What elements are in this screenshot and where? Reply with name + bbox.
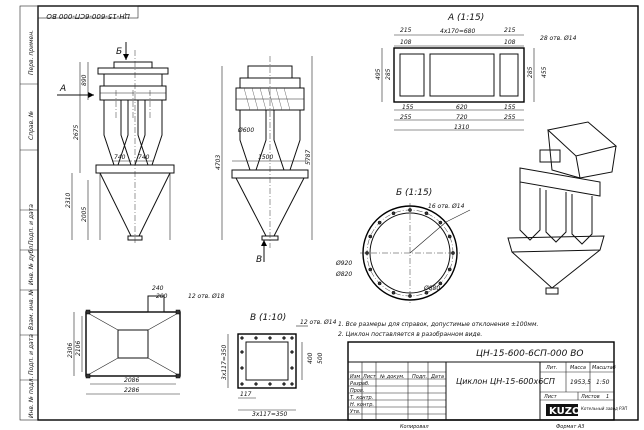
tb-sheets-count: 1 <box>606 394 609 400</box>
tb-scale-label: Масштаб <box>592 365 616 371</box>
note-2: 2. Циклон поставляется в разобранном вид… <box>338 331 482 338</box>
bp-l2: 2106 <box>75 341 82 356</box>
front-dim-2: 2675 <box>73 125 80 140</box>
tb-role-2: Пров. <box>350 388 365 394</box>
bp-b2: 2286 <box>124 387 139 394</box>
bp-b1: 2086 <box>124 377 139 384</box>
a-bot-2: 620 <box>456 104 468 111</box>
b-d1: Ø920 <box>335 260 352 267</box>
a-top-4: 215 <box>504 27 516 34</box>
left-strip: Перв. примен. Справ. № Подп. и дата Инв.… <box>28 30 35 418</box>
view-a-title: А (1:15) <box>447 13 484 23</box>
tb-col-doc: № докум. <box>379 374 405 380</box>
v-r2: 500 <box>317 352 324 364</box>
view-v-holes <box>240 336 294 386</box>
strip-label-4: Инв. № дубл. <box>28 244 35 285</box>
tb-col-date: Дата <box>430 374 444 380</box>
a-top-3: 4x170=680 <box>440 28 475 35</box>
tb-scale: 1:50 <box>596 379 610 386</box>
front-dim-6: 740 <box>138 154 150 161</box>
a-top-5: 108 <box>504 39 516 46</box>
tb-role-3: Т. контр. <box>350 395 373 401</box>
view-a: А (1:15) 215 108 4x170=680 215 108 28 от… <box>375 13 577 131</box>
side-dim-2: 1500 <box>258 154 273 161</box>
tb-sheet-label: Лист <box>543 394 558 400</box>
tb-lit-label: Лит. <box>545 365 558 371</box>
bottom-plan: 240 200 12 отв. Ø18 2306 2106 2086 2286 <box>67 285 225 395</box>
a-top-2: 108 <box>400 39 412 46</box>
bp-l1: 2306 <box>67 343 74 358</box>
strip-label-2: Справ. № <box>28 111 35 140</box>
isometric-view <box>507 121 618 295</box>
a-bot-5: 720 <box>456 114 468 121</box>
view-v-title: В (1:10) <box>250 313 286 323</box>
bp-t2: 200 <box>156 293 168 300</box>
strip-label-3: Подп. и дата <box>28 204 35 245</box>
tb-col-sign: Подп. <box>412 374 427 380</box>
side-view: В Ø600 1500 4703 5787 <box>215 56 313 265</box>
tb-sheets-label: Листов <box>580 394 600 400</box>
bp-t1: 240 <box>152 285 164 292</box>
v-b1: 117 <box>240 391 252 398</box>
v-b2: 3x117=350 <box>252 411 287 418</box>
a-bot-3: 155 <box>504 104 516 111</box>
company-logo-text: KUZO <box>549 406 580 417</box>
arrow-v-label: В <box>256 255 262 265</box>
tb-mass-label: Масса <box>570 365 586 371</box>
front-dim-4: 2005 <box>81 207 88 222</box>
strip-label-1: Перв. примен. <box>28 30 35 75</box>
flange-bolt-holes <box>365 208 455 298</box>
b-holes: 16 отв. Ø14 <box>428 203 465 210</box>
tb-role-5: Утв. <box>350 409 361 415</box>
v-r1: 400 <box>307 352 314 364</box>
view-v: В (1:10) 12 отв. Ø14 3x117=350 400 500 1… <box>221 313 337 418</box>
a-right-1: 285 <box>527 66 534 78</box>
tb-role-1: Разраб. <box>350 381 370 387</box>
a-bot-1: 155 <box>402 104 414 111</box>
company-subtitle: Котельный завод РЭП <box>581 406 627 411</box>
copied-label: Копировал <box>400 424 429 430</box>
strip-label-5: Взам. инв. № <box>28 289 35 330</box>
a-top-1: 215 <box>400 27 412 34</box>
company-logo: KUZO Котельный завод РЭП <box>546 404 627 417</box>
strip-label-7: Инв. № подл. <box>28 377 35 418</box>
title-block: ЦН-15-600-6СП-000 ВО Циклон ЦН-15-600х6С… <box>347 341 627 421</box>
tb-designation: ЦН-15-600-6СП-000 ВО <box>476 349 583 359</box>
v-left: 3x117=350 <box>221 345 228 380</box>
side-dim-1: Ø600 <box>237 127 254 134</box>
b-d3: Ø880 <box>423 285 440 292</box>
arrow-b-label: Б <box>116 47 122 57</box>
front-dim-3: 2310 <box>65 193 72 208</box>
tb-mass: 1953,5 <box>570 379 591 386</box>
side-dim-4: 5787 <box>305 150 312 165</box>
front-dim-1: 890 <box>81 74 88 86</box>
tb-col-izm: Изм <box>350 374 360 380</box>
tb-role-4: Н. контр. <box>350 402 374 408</box>
a-holes: 28 отв. Ø14 <box>540 35 577 42</box>
flange-b: Б (1:15) 16 отв. Ø14 Ø920 Ø820 <box>335 188 471 303</box>
strip-label-6: Подп. и дата <box>28 334 35 375</box>
v-holes: 12 отв. Ø14 <box>300 319 337 326</box>
bp-t3: 12 отв. Ø18 <box>188 293 225 300</box>
arrow-a-label: А <box>59 84 66 94</box>
top-stamp: ЦН-15-600-6СП-000 ВО <box>46 12 130 20</box>
a-bot-6: 255 <box>504 114 516 121</box>
side-dim-3: 4703 <box>215 155 222 170</box>
a-right-2: 455 <box>541 66 548 78</box>
format-label: Формат А3 <box>556 424 584 430</box>
view-b-title: Б (1:15) <box>396 188 432 198</box>
tb-name: Циклон ЦН-15-600х6СП <box>456 377 555 386</box>
a-bot-4: 255 <box>400 114 412 121</box>
a-bot-7: 1310 <box>454 124 469 131</box>
front-dim-5: 740 <box>114 154 126 161</box>
front-view: А Б 890 2675 2310 2005 740 740 <box>57 42 175 245</box>
tb-col-list: Лист <box>362 374 377 380</box>
note-1: 1. Все размеры для справок, допустимые о… <box>338 321 538 328</box>
a-left-2: 285 <box>385 68 392 80</box>
a-left-1: 495 <box>375 68 382 80</box>
bottom-plan-holes <box>85 309 181 379</box>
b-d2: Ø820 <box>335 271 352 278</box>
notes: 1. Все размеры для справок, допустимые о… <box>338 321 538 338</box>
